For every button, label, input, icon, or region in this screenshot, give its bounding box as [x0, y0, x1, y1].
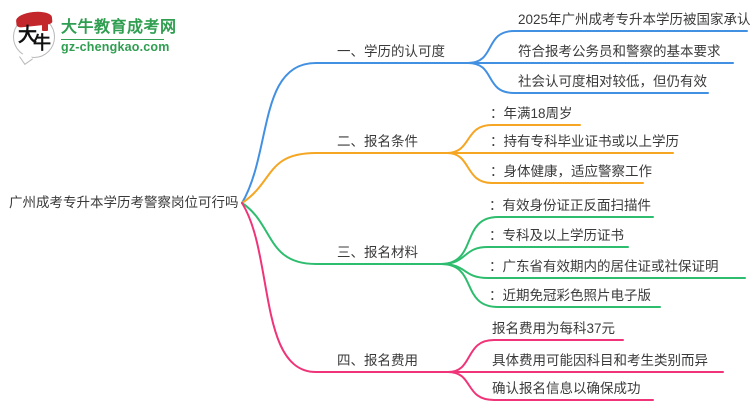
branch-4-leaf-2: 具体费用可能因科目和考生类别而异 [492, 353, 708, 368]
branch-2-lines [241, 124, 674, 204]
branch-1-leaf-2: 符合报考公务员和警察的基本要求 [518, 44, 721, 59]
branch-2-leaf-3: ：身体健康，适应警察工作 [490, 164, 652, 179]
branch-1-lines [241, 30, 748, 204]
logo-text-block: 大牛教育成考网 gz-chengkao.com [61, 12, 177, 55]
branch-3-leaf-1: ：有效身份证正反面扫描件 [489, 198, 651, 213]
branch-3-label: 三、报名材料 [337, 245, 418, 260]
root-node: 广州成考专升本学历考警察岗位可行吗 [9, 195, 239, 210]
branch-3-leaf-3: ：广东省有效期内的居住证或社保证明 [489, 259, 719, 274]
branch-4-label: 四、报名费用 [337, 353, 418, 368]
site-logo[interactable]: 大 牛 大牛教育成考网 gz-chengkao.com [12, 10, 177, 65]
branch-4-lines [241, 202, 724, 401]
branch-1-leaf-3: 社会认可度相对较低，但仍有效 [518, 74, 707, 89]
branch-3-lines [241, 202, 746, 308]
logo-divider [61, 39, 164, 41]
branch-1-leaf-1: 2025年广州成考专升本学历被国家承认 [518, 12, 750, 27]
site-url: gz-chengkao.com [61, 40, 170, 55]
logo-seal-icon [42, 24, 48, 31]
branch-3-leaf-4: ：近期免冠彩色照片电子版 [489, 288, 651, 303]
logo-badge-icon: 大 牛 [12, 10, 58, 65]
branch-2-leaf-1: ：年满18周岁 [490, 106, 573, 121]
branch-2-leaf-2: ：持有专科毕业证书或以上学历 [490, 134, 679, 149]
branch-4-leaf-3: 确认报名信息以确保成功 [492, 381, 641, 396]
logo-char-da: 大 [18, 25, 38, 46]
branch-1-label: 一、学历的认可度 [337, 44, 445, 59]
branch-4-leaf-1: 报名费用为每科37元 [492, 321, 616, 336]
logo-char-niu: 牛 [33, 33, 51, 53]
branch-3-leaf-2: ：专科及以上学历证书 [489, 228, 624, 243]
branch-2-label: 二、报名条件 [337, 134, 418, 149]
site-name: 大牛教育成考网 [61, 19, 177, 36]
